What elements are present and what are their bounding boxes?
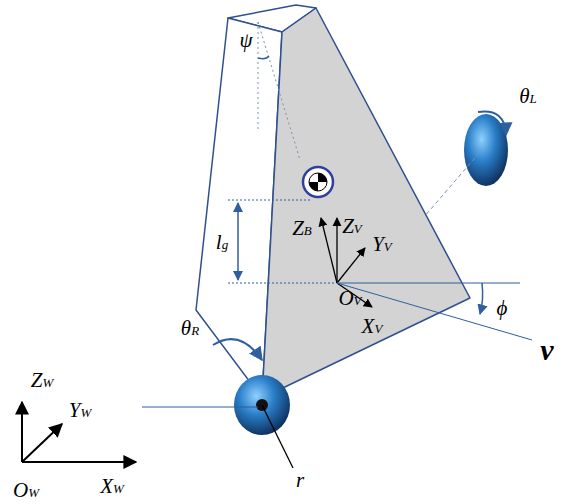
symbol-label: ψ [239, 30, 252, 51]
symbol-label: OV [338, 288, 361, 309]
lg-dimension [228, 200, 335, 283]
symbol-label: ZB [292, 218, 312, 239]
symbol-label: v [540, 335, 553, 365]
symbol-label: ϕ [497, 298, 508, 319]
vertical-reference [258, 22, 259, 130]
theta-l-arc [478, 111, 506, 135]
tilt-axis [258, 22, 300, 160]
symbol-label: θL [519, 86, 537, 107]
psi-arc [258, 56, 269, 59]
radius-line [262, 405, 293, 468]
theta-r-arc [213, 339, 262, 360]
symbol-label: OW [13, 480, 39, 501]
symbol-label: r [296, 470, 304, 491]
symbol-label: lg [216, 232, 228, 253]
symbol-label: XV [362, 316, 383, 337]
symbol-label: θR [181, 318, 199, 339]
symbol-label: YV [372, 234, 392, 255]
symbol-label: XW [100, 476, 124, 497]
left-wheel [464, 114, 508, 186]
body-box [196, 5, 470, 398]
center-of-mass [303, 167, 333, 197]
symbol-label: YW [69, 400, 92, 421]
symbol-label: ZV [342, 216, 362, 237]
symbol-label: ZW [31, 370, 54, 391]
ground-reference [142, 407, 258, 408]
